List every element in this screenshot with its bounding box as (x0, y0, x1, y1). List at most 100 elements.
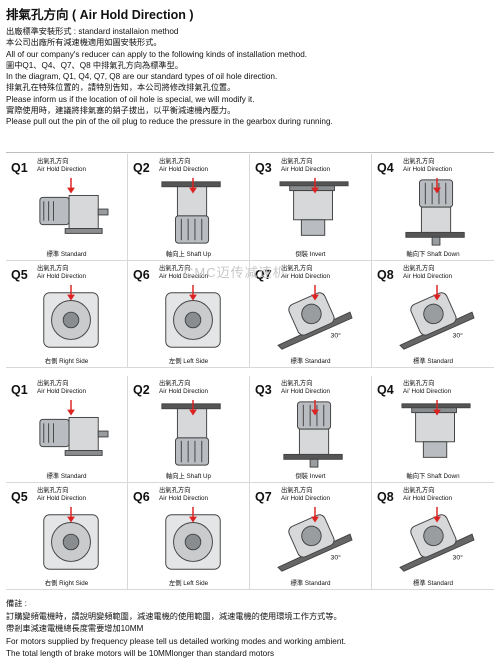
position-code: Q4 (377, 383, 394, 397)
position-caption: 標準 Standard (46, 473, 87, 480)
svg-text:30°: 30° (453, 553, 464, 561)
reducer-diagram: 30° (399, 506, 475, 572)
reducer-diagram (43, 284, 99, 348)
air-hole-label-en: Air Hold Direction (281, 273, 330, 280)
note-line: For motors supplied by frequency please … (6, 636, 346, 646)
air-hole-label-zh: 出氣孔方向 (37, 487, 69, 494)
position-caption: 軸向上 Shaft Up (165, 251, 212, 258)
reducer-diagram (165, 284, 221, 348)
reducer-diagram (401, 399, 471, 458)
air-hole-label-zh: 出氣孔方向 (281, 380, 313, 387)
air-hole-label-en: Air Hold Direction (403, 495, 452, 502)
position-code: Q2 (133, 383, 150, 397)
svg-text:30°: 30° (331, 331, 342, 339)
position-code: Q1 (11, 161, 28, 175)
air-hole-label-zh: 出氣孔方向 (37, 380, 69, 387)
divider (6, 152, 494, 153)
reducer-diagram (161, 399, 221, 466)
intro-line: 出廠標準安裝形式 : standard installaion method (6, 27, 179, 36)
reducer-diagram (279, 177, 349, 236)
air-hole-label-en: Air Hold Direction (159, 495, 208, 502)
intro-line: 排氣孔在特殊位置的，請特別告知，本公司將修改排氣孔位置。 (6, 83, 236, 93)
reducer-diagram (161, 177, 221, 244)
position-caption: 右側 Right Side (44, 580, 89, 587)
air-hole-label-zh: 出氣孔方向 (281, 158, 313, 165)
reducer-diagram (405, 177, 465, 246)
reducer-diagram: 30° (277, 506, 353, 572)
position-code: Q5 (11, 490, 28, 504)
note-line: 訂購變頻電機時，請說明變頻範圍，減速電機的使用範圍，減速電機的使用環境工作方式等… (6, 611, 342, 621)
air-hole-label-en: Air Hold Direction (37, 495, 86, 502)
air-hole-label-en: Air Hold Direction (37, 166, 86, 173)
air-hole-label-zh: 出氣孔方向 (37, 158, 69, 165)
note-line: The total length of brake motors will be… (6, 649, 275, 658)
reducer-diagram: 30° (399, 284, 475, 350)
note-line: 帶剎車減速電機總長度需要增加10MM (6, 624, 144, 633)
air-hole-label-en: Air Hold Direction (159, 273, 208, 280)
position-caption: 標準 Standard (290, 358, 331, 365)
position-code: Q7 (255, 268, 272, 282)
position-caption: 倒裝 Invert (295, 473, 326, 480)
air-hole-label-zh: 出氣孔方向 (281, 265, 313, 272)
position-caption: 軸向下 Shaft Down (406, 251, 460, 258)
intro-text: 出廠標準安裝形式 : standard installaion method 本… (6, 26, 496, 128)
position-caption: 標準 Standard (413, 580, 453, 587)
air-hole-label-zh: 出氣孔方向 (281, 487, 313, 494)
air-hole-label-zh: 出氣孔方向 (403, 158, 435, 165)
position-caption: 軸向下 Shaft Down (406, 473, 460, 480)
air-hole-label-zh: 出氣孔方向 (37, 265, 69, 272)
air-hole-label-en: Air Hold Direction (403, 273, 452, 280)
position-code: Q3 (255, 383, 272, 397)
intro-line: All of our company's reducer can apply t… (6, 49, 308, 59)
position-caption: 標準 Standard (290, 580, 331, 587)
position-caption: 軸向上 Shaft Up (165, 473, 212, 480)
position-code: Q6 (133, 490, 150, 504)
air-hole-label-zh: 出氣孔方向 (159, 380, 191, 387)
reducer-diagram (39, 177, 109, 234)
air-hole-label-en: Air Hold Direction (403, 166, 452, 173)
position-code: Q8 (377, 268, 394, 282)
position-caption: 倒裝 Invert (295, 251, 326, 258)
air-hole-label-en: Air Hold Direction (159, 166, 208, 173)
intro-line: Please inform us if the location of oil … (6, 94, 255, 104)
air-hole-label-en: Ai' Hold Direction (403, 388, 452, 395)
watermark: CMC迈传减速机 (184, 265, 287, 280)
reducer-diagram: 30° (277, 284, 353, 350)
svg-text:30°: 30° (331, 553, 342, 561)
air-hole-label-zh: 出氣孔方向 (403, 487, 435, 494)
reducer-diagram (283, 399, 343, 468)
position-code: Q5 (11, 268, 28, 282)
air-hole-label-zh: 出氣孔方向 (403, 380, 435, 387)
position-caption: 左側 Left Side (168, 580, 209, 587)
intro-line: 圖中Q1、Q4、Q7、Q8 中排氣孔方向為標準型。 (6, 60, 183, 70)
intro-line: In the diagram, Q1, Q4, Q7, Q8 are our s… (6, 72, 278, 82)
position-code: Q6 (133, 268, 150, 282)
position-code: Q4 (377, 161, 394, 175)
position-caption: 右側 Right Side (44, 358, 89, 365)
notes: 備註 : 訂購變頻電機時，請說明變頻範圍，減速電機的使用範圍，減速電機的使用環境… (6, 598, 496, 661)
position-code: Q8 (377, 490, 394, 504)
